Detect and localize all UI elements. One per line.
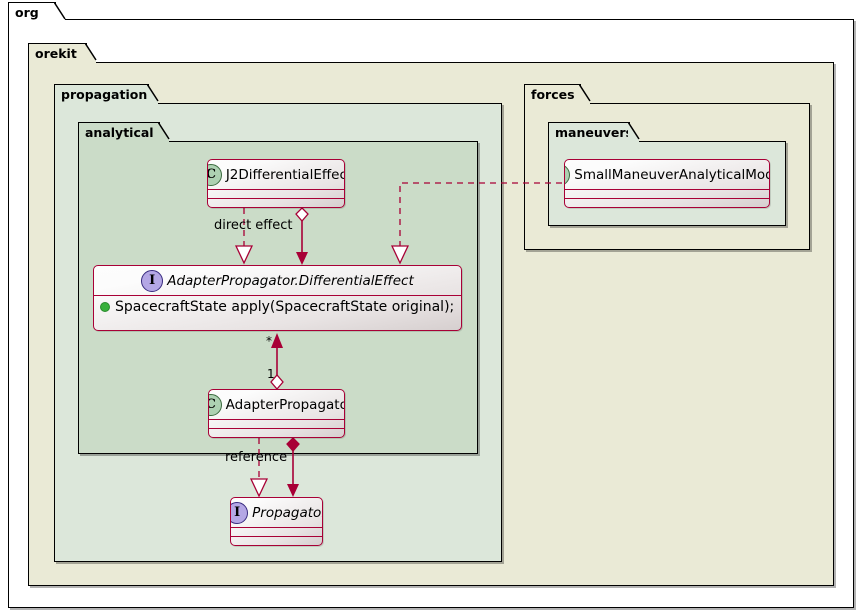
package-org-tab[interactable]: org: [8, 1, 66, 24]
package-fold-icon: [85, 42, 97, 65]
compartment-separator: [565, 198, 769, 199]
attributes-compartment: [208, 190, 344, 198]
interface-name: AdapterPropagator.DifferentialEffect: [167, 272, 414, 289]
package-org-label: org: [15, 5, 39, 20]
interface-stereotype-icon: I: [231, 501, 249, 524]
compartment-separator: [208, 189, 344, 190]
public-visibility-icon: [100, 302, 110, 312]
attributes-compartment: [231, 528, 322, 536]
class-header: C SmallManeuverAnalyticalModel: [565, 160, 769, 189]
package-analytical-label: analytical: [85, 125, 154, 140]
class-header: C J2DifferentialEffect: [208, 160, 344, 189]
compartment-separator: [565, 189, 769, 190]
compartment-separator: [231, 536, 322, 537]
class-j2differentialeffect[interactable]: C J2DifferentialEffect: [207, 159, 345, 208]
interface-stereotype-icon: I: [141, 269, 164, 292]
compartment-separator: [208, 198, 344, 199]
class-smallmaneuveranalyticalmodel[interactable]: C SmallManeuverAnalyticalModel: [564, 159, 770, 208]
package-maneuvers-tab[interactable]: maneuvers: [548, 121, 640, 144]
package-fold-icon: [628, 121, 640, 144]
package-forces-tab[interactable]: forces: [524, 83, 591, 106]
multiplicity-source-one: 1: [267, 367, 275, 381]
package-orekit-label: orekit: [35, 46, 77, 61]
class-stereotype-icon: C: [565, 163, 571, 186]
package-analytical-tab[interactable]: analytical: [78, 121, 170, 144]
class-name: AdapterPropagator: [225, 396, 345, 413]
package-orekit-tab[interactable]: orekit: [28, 42, 97, 65]
interface-propagator[interactable]: I Propagator: [230, 497, 323, 546]
interface-adapterpropagator-differentialeffect[interactable]: I AdapterPropagator.DifferentialEffect S…: [93, 265, 462, 331]
operation-signature: SpacecraftState apply(SpacecraftState or…: [115, 299, 455, 315]
compartment-separator: [231, 527, 322, 528]
interface-header: I AdapterPropagator.DifferentialEffect: [94, 266, 461, 295]
class-header: C AdapterPropagator: [209, 390, 344, 419]
operations-compartment: [565, 199, 769, 207]
class-adapterpropagator[interactable]: C AdapterPropagator: [208, 389, 345, 438]
interface-name: Propagator: [252, 504, 323, 521]
class-stereotype-icon: C: [208, 163, 222, 186]
compartment-separator: [94, 295, 461, 296]
edge-label-reference: reference: [225, 450, 288, 465]
operations-compartment: SpacecraftState apply(SpacecraftState or…: [94, 296, 461, 319]
package-fold-icon: [158, 121, 170, 144]
interface-header: I Propagator: [231, 498, 322, 527]
package-fold-icon: [579, 83, 591, 106]
attributes-compartment: [209, 420, 344, 428]
package-fold-icon: [147, 83, 159, 106]
compartment-separator: [209, 428, 344, 429]
operations-compartment: [231, 537, 322, 545]
multiplicity-target-many: *: [266, 334, 272, 348]
compartment-separator: [209, 419, 344, 420]
operation-apply: SpacecraftState apply(SpacecraftState or…: [100, 299, 455, 315]
package-fold-icon: [54, 1, 66, 24]
operations-compartment: [209, 429, 344, 437]
edge-label-direct-effect: direct effect: [214, 218, 293, 233]
package-maneuvers-label: maneuvers: [555, 125, 633, 140]
class-name: SmallManeuverAnalyticalModel: [574, 166, 770, 183]
class-name: J2DifferentialEffect: [225, 166, 345, 183]
package-forces-label: forces: [531, 87, 575, 102]
package-propagation-tab[interactable]: propagation: [54, 83, 159, 106]
class-stereotype-icon: C: [209, 393, 222, 416]
attributes-compartment: [565, 190, 769, 198]
operations-compartment: [208, 199, 344, 207]
package-propagation-label: propagation: [61, 87, 148, 102]
